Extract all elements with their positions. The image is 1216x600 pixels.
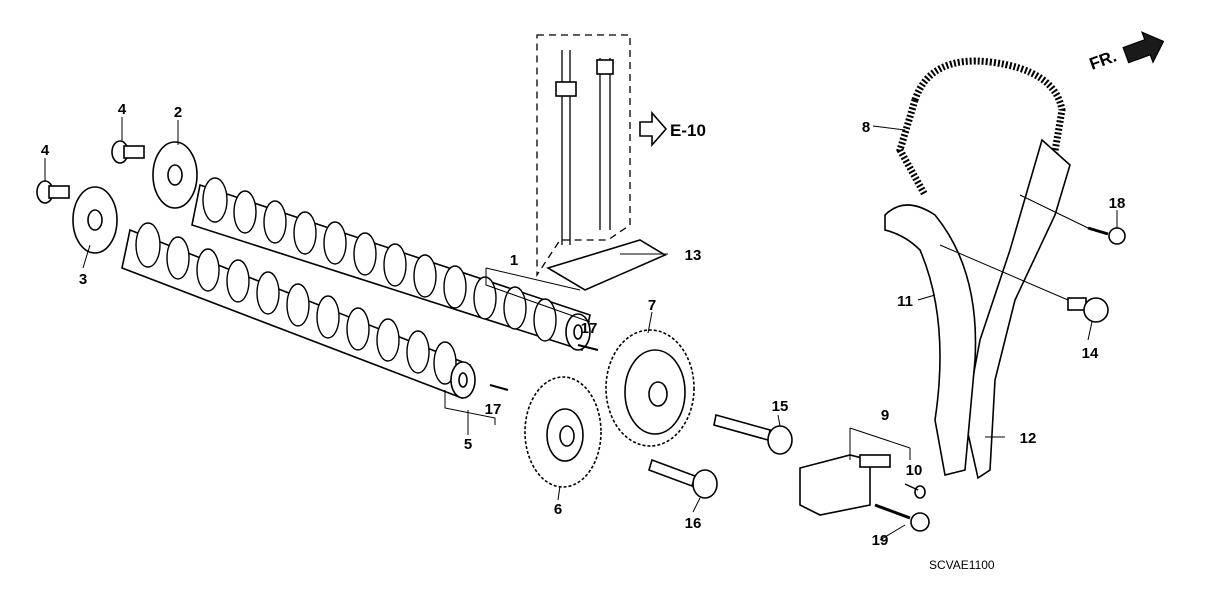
dowel-pin-lower [489,384,509,391]
callout-3: 3 [79,271,87,288]
bolt-15 [713,413,793,455]
callout-14: 14 [1082,345,1099,362]
callout-16: 16 [685,515,702,532]
chain-guide [964,138,1071,480]
tensioner [799,454,891,516]
callout-6: 6 [554,501,562,518]
callout-4-upper: 4 [118,101,127,118]
leader-lines [44,117,1118,541]
tensioner-arm [884,204,977,476]
lower-camshaft [121,222,476,400]
bolt-upper [111,140,145,164]
dowel-pin-upper [577,344,599,351]
bolt-14 [1067,297,1109,323]
timing-chain [911,57,1066,471]
chain-guide-plate [546,239,667,291]
hollow-arrow-right-icon [639,110,668,148]
callout-17-upper: 17 [581,320,598,337]
callout-7: 7 [648,297,656,314]
solid-arrow-right-icon [1122,31,1165,64]
front-direction-label: FR. [1087,47,1119,74]
callout-9: 9 [881,407,889,424]
exhaust-sprocket [605,329,695,447]
bolt-19 [874,503,930,532]
callout-13: 13 [685,247,702,264]
pin-10 [904,483,926,499]
pulser-plate-lower [72,186,118,254]
callout-1: 1 [510,252,518,269]
reference-dashed-box [536,34,631,278]
intake-sprocket [524,376,602,488]
bolt-lower [36,180,70,204]
timing-chain-inner [896,98,929,197]
callout-10: 10 [906,462,923,479]
callout-11: 11 [897,293,913,310]
callout-5: 5 [464,436,472,453]
pulser-plate-upper [152,141,198,209]
callout-12: 12 [1020,430,1037,447]
bolt-16 [648,458,718,499]
e10-reference-label: E-10 [670,121,706,140]
callout-18: 18 [1109,195,1126,212]
e10-reference: E-10 [639,110,706,148]
front-direction-indicator: FR. [1087,31,1165,74]
callout-19: 19 [872,532,889,549]
callout-15: 15 [772,398,789,415]
callout-8: 8 [862,119,870,136]
callout-17-lower: 17 [485,401,502,418]
callout-2: 2 [174,104,182,121]
stud-bolts [555,50,614,245]
upper-camshaft [191,177,591,352]
bolt-18 [1087,226,1126,245]
callout-4-lower: 4 [41,142,50,159]
diagram-code: SCVAE1100 [929,558,995,572]
callouts: 1 2 3 4 4 5 6 7 8 9 10 11 12 13 14 15 16… [41,101,1126,549]
